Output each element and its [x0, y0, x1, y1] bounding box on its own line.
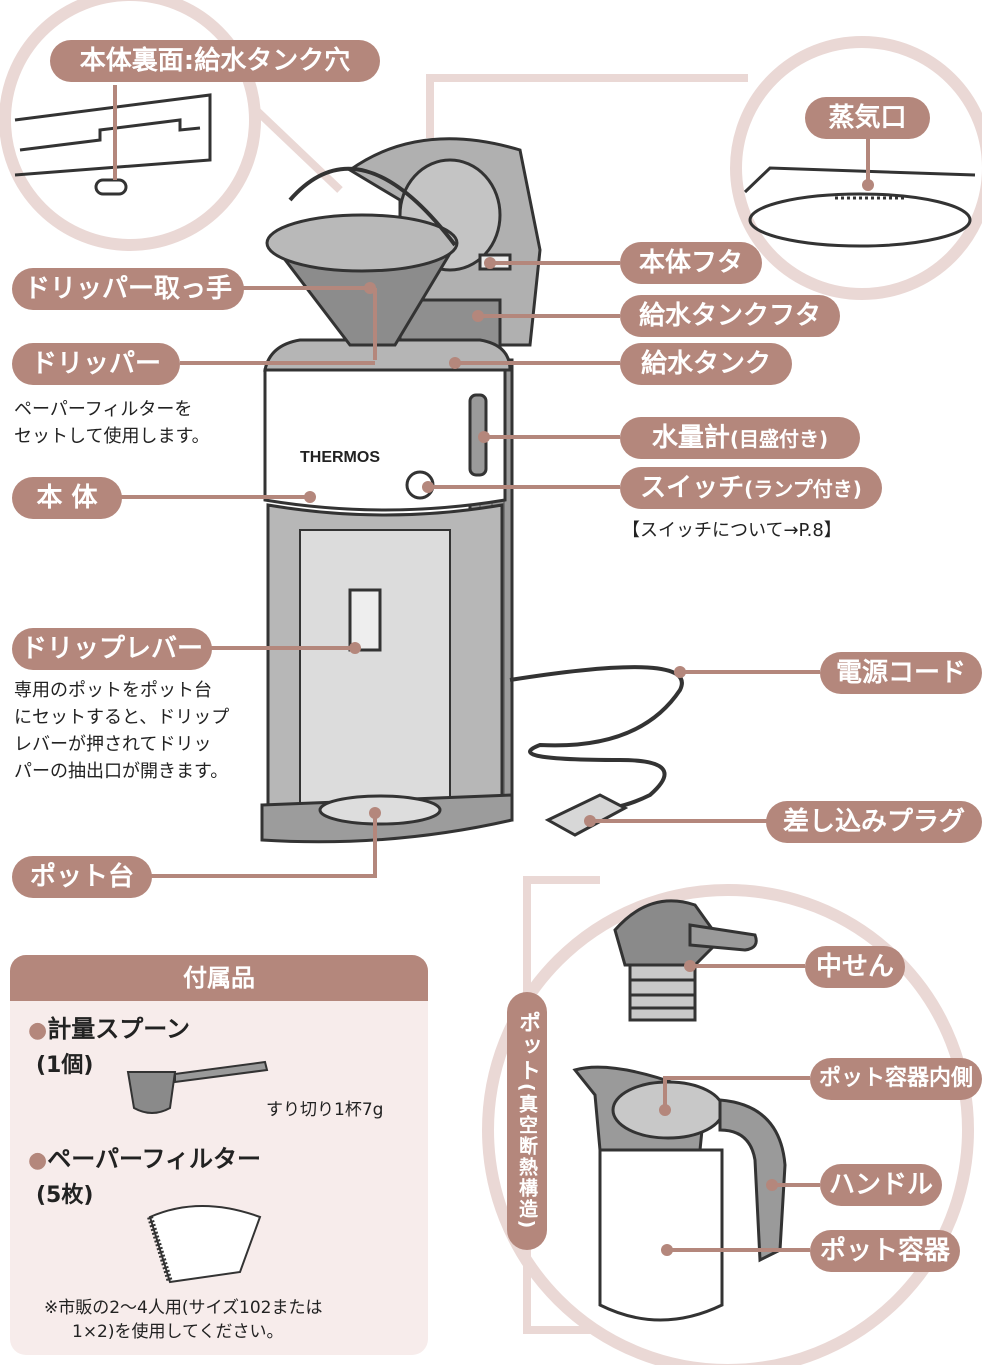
- label-dripper: ドリッパー: [12, 343, 180, 385]
- accessory-filter: ●ペーパーフィルター: [28, 1143, 261, 1177]
- label-pot-inner: ポット容器内側: [810, 1058, 982, 1100]
- label-pot-main: ポット: [515, 1011, 540, 1084]
- label-handle: ハンドル: [820, 1164, 942, 1206]
- label-water-gauge-main: 水量計: [651, 423, 730, 453]
- accessories-box: 付属品 ●計量スプーン (1個) すり切り1杯7g ●ペーパーフィルター (5枚…: [10, 955, 428, 1355]
- lever-note-2: にセットすると、ドリップ: [14, 707, 230, 728]
- label-switch-sub: (ランプ付き): [744, 477, 862, 501]
- label-pot: ポット(真空断熱構造): [507, 992, 547, 1250]
- accessory-spoon-qty: (1個): [36, 1053, 94, 1078]
- stopper-illustration: [613, 899, 758, 1022]
- label-steam-outlet: 蒸気口: [805, 97, 930, 139]
- label-drip-lever: ドリップレバー: [12, 628, 212, 670]
- coffee-maker-illustration: [260, 137, 542, 844]
- dripper-note-2: セットして使用します。: [14, 426, 210, 447]
- leader-dots: [304, 179, 874, 1256]
- bullet-icon: ●: [28, 1018, 48, 1043]
- lever-note-1: 専用のポットをポット台: [14, 680, 212, 701]
- brand-logo-text: THERMOS: [300, 449, 380, 466]
- bullet-icon: ●: [28, 1148, 48, 1173]
- label-power-cord: 電源コード: [820, 652, 982, 694]
- label-body: 本 体: [12, 477, 122, 519]
- accessories-title: 付属品: [10, 955, 428, 1001]
- label-plug: 差し込みプラグ: [766, 801, 982, 843]
- zoom-circle-back: [0, 0, 261, 251]
- connector-line: [253, 107, 343, 193]
- accessory-spoon-label: 計量スプーン: [47, 1015, 191, 1043]
- label-lid: 本体フタ: [620, 242, 762, 284]
- accessory-filter-label: ペーパーフィルター: [47, 1145, 262, 1173]
- label-dripper-handle: ドリッパー取っ手: [12, 268, 244, 310]
- switch-ref-note: 【スイッチについて→P.8】: [622, 520, 842, 541]
- spoon-illustration: [126, 1060, 269, 1114]
- dripper-note-1: ペーパーフィルターを: [14, 399, 193, 420]
- label-back-tank-hole: 本体裏面:給水タンク穴: [50, 40, 380, 82]
- lever-note-3: レバーが押されてドリッ: [14, 734, 212, 755]
- back-view-detail: [14, 93, 212, 196]
- label-tank: 給水タンク: [620, 343, 792, 385]
- connector-line: [426, 74, 748, 138]
- accessory-filter-note-2: 1×2)を使用してください。: [72, 1322, 284, 1342]
- label-pot-body: ポット容器: [810, 1230, 960, 1272]
- leader-lines: [113, 85, 870, 1252]
- label-tank-lid: 給水タンクフタ: [620, 295, 840, 337]
- label-water-gauge: 水量計(目盛付き): [620, 417, 860, 459]
- accessory-filter-note-1: ※市販の2〜4人用(サイズ102または: [44, 1298, 323, 1318]
- label-water-gauge-sub: (目盛付き): [729, 427, 829, 451]
- steam-outlet-detail: [743, 166, 976, 248]
- lever-note-4: パーの抽出口が開きます。: [14, 761, 229, 782]
- pot-illustration: [572, 1065, 787, 1322]
- label-switch-main: スイッチ: [640, 473, 745, 503]
- accessory-filter-qty: (5枚): [36, 1183, 94, 1208]
- label-stopper: 中せん: [805, 946, 905, 988]
- accessory-spoon: ●計量スプーン: [28, 1013, 190, 1047]
- label-pot-stand: ポット台: [12, 856, 152, 898]
- label-pot-sub: (真空断熱構造): [516, 1083, 538, 1231]
- filter-illustration: [147, 1205, 262, 1284]
- accessory-spoon-note: すり切り1杯7g: [266, 1100, 384, 1120]
- label-switch: スイッチ(ランプ付き): [620, 467, 882, 509]
- power-cord-illustration: [509, 665, 684, 837]
